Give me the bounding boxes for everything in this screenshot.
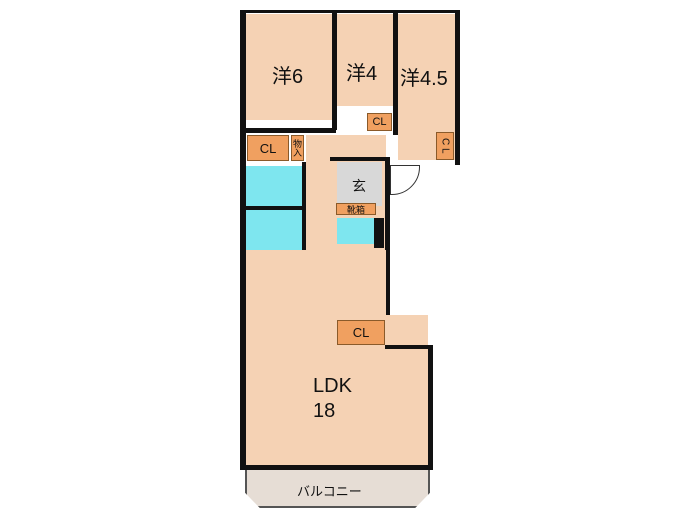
- shoe-box: 靴箱: [336, 203, 376, 215]
- room-western-2: [337, 14, 393, 106]
- wall: [385, 157, 390, 317]
- closet-western-1: CL: [247, 135, 289, 161]
- wall: [240, 465, 433, 470]
- wall: [374, 218, 384, 248]
- closet-label: CL: [372, 116, 387, 128]
- closet-ldk: CL: [337, 320, 385, 345]
- wall: [246, 206, 304, 210]
- closet-label: CL: [352, 325, 370, 340]
- closet-western-2: CL: [367, 113, 392, 131]
- room-western-1: [246, 14, 332, 120]
- wall: [332, 10, 337, 130]
- shoe-box-label: 靴箱: [346, 204, 365, 215]
- wall: [455, 10, 460, 165]
- storage-label: 物入: [292, 139, 302, 157]
- balcony-label: バルコニー: [297, 484, 362, 499]
- storage-small: 物入: [291, 135, 304, 161]
- wall: [240, 315, 246, 470]
- room-label-western-3: 洋4.5: [400, 68, 448, 90]
- entrance-label: 玄: [352, 178, 366, 194]
- closet-western-3: C L: [436, 132, 454, 160]
- washroom: [246, 210, 302, 255]
- bathroom: [246, 166, 302, 206]
- wall: [302, 162, 306, 259]
- wall: [385, 345, 433, 349]
- wall: [393, 10, 398, 135]
- outer-wall: [240, 10, 460, 13]
- wall: [330, 157, 390, 161]
- entrance-door[interactable]: [390, 165, 420, 195]
- room-label-western-1: 洋6: [272, 66, 304, 88]
- wall: [246, 128, 336, 133]
- wall: [240, 10, 246, 315]
- room-size-ldk: 18: [313, 400, 336, 422]
- balcony: [245, 470, 430, 508]
- closet-label: CL: [259, 140, 277, 156]
- entrance: [337, 162, 382, 206]
- toilet: [337, 218, 374, 244]
- closet-label: C L: [439, 138, 451, 154]
- room-label-western-2: 洋4: [346, 63, 378, 85]
- room-ldk: [246, 250, 386, 315]
- wall: [428, 345, 433, 470]
- room-label-ldk: LDK: [313, 375, 352, 397]
